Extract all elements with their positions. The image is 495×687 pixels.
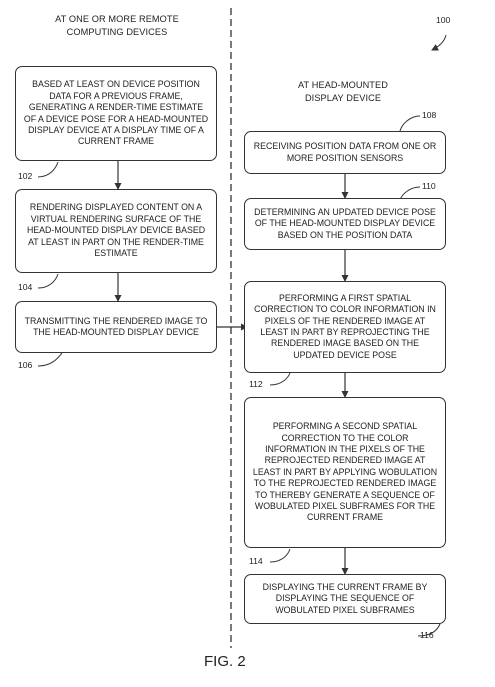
leader-104 — [37, 273, 59, 289]
step-ref-110: 110 — [422, 181, 436, 191]
step-box-110: DETERMINING AN UPDATED DEVICE POSE OF TH… — [244, 198, 446, 250]
step-ref-116: 116 — [420, 630, 434, 640]
leader-108 — [399, 115, 421, 132]
diagram-ref: 100 — [436, 15, 451, 25]
step-box-108: RECEIVING POSITION DATA FROM ONE OR MORE… — [244, 131, 446, 174]
step-box-116: DISPLAYING THE CURRENT FRAME BY DISPLAYI… — [244, 574, 446, 624]
leader-106 — [37, 352, 63, 367]
step-box-114: PERFORMING A SECOND SPATIAL CORRECTION T… — [244, 397, 446, 548]
step-ref-112: 112 — [249, 379, 263, 389]
step-ref-106: 106 — [18, 360, 33, 370]
leader-112 — [269, 372, 291, 386]
diagram-ref-pointer — [431, 34, 447, 51]
step-box-106: TRANSMITTING THE RENDERED IMAGE TO THE H… — [15, 301, 217, 353]
leader-102 — [37, 161, 59, 178]
right-column-heading: AT HEAD-MOUNTED DISPLAY DEVICE — [298, 80, 388, 103]
figure-label: FIG. 2 — [204, 653, 246, 670]
step-ref-108: 108 — [422, 110, 437, 120]
step-box-112: PERFORMING A FIRST SPATIAL CORRECTION TO… — [244, 281, 446, 373]
step-box-102: BASED AT LEAST ON DEVICE POSITION DATA F… — [15, 66, 217, 161]
left-column-heading: AT ONE OR MORE REMOTE COMPUTING DEVICES — [55, 14, 179, 37]
step-ref-104: 104 — [18, 282, 33, 292]
leader-114 — [269, 548, 291, 563]
leader-116 — [417, 623, 441, 637]
step-ref-102: 102 — [18, 171, 33, 181]
step-ref-114: 114 — [249, 556, 263, 566]
step-box-104: RENDERING DISPLAYED CONTENT ON A VIRTUAL… — [15, 189, 217, 273]
